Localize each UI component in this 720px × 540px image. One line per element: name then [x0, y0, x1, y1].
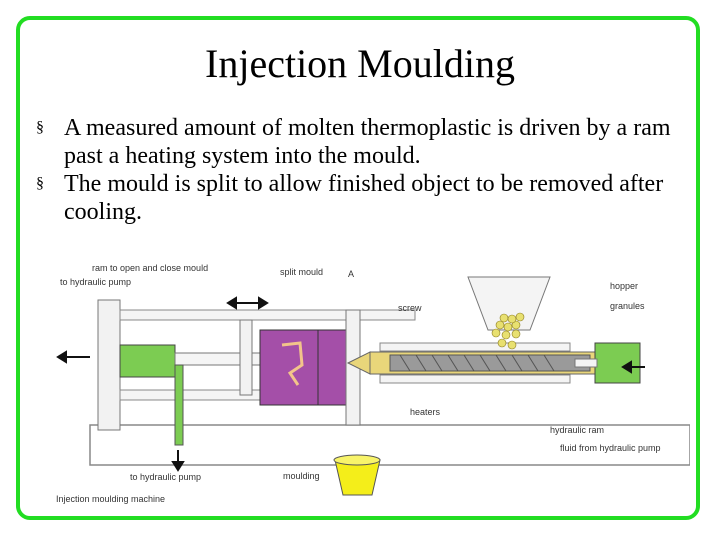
label-a: A: [348, 269, 354, 279]
left-platen: [97, 299, 121, 431]
machine-bed: [89, 424, 690, 466]
slide-title: Injection Moulding: [205, 41, 515, 86]
label-to-pump-bottom: to hydraulic pump: [130, 472, 201, 482]
ram-rod: [574, 358, 598, 368]
heater-bottom: [379, 374, 571, 384]
granules-icon: [491, 312, 525, 350]
split-mould-right: [317, 329, 347, 406]
label-granules: granules: [610, 301, 645, 311]
label-fluid: fluid from hydraulic pump: [560, 443, 661, 453]
bullet-marker-icon: §: [36, 175, 44, 192]
bullet-marker-icon: §: [36, 119, 44, 136]
screw: [389, 354, 591, 372]
split-mould-left: [259, 329, 319, 406]
bullet-list: § A measured amount of molten thermoplas…: [36, 114, 696, 226]
nozzle: [346, 351, 371, 375]
bullet-item: § The mould is split to allow finished o…: [36, 170, 696, 226]
bullet-text: The mould is split to allow finished obj…: [64, 171, 664, 225]
injection-moulding-diagram: ram to open and close mould to hydraulic…: [56, 263, 690, 504]
label-moulding: moulding: [283, 471, 320, 481]
label-screw: screw: [398, 303, 422, 313]
hopper: [467, 276, 551, 331]
clamp-hydraulic-cylinder: [119, 344, 176, 378]
label-ram: ram to open and close mould: [92, 263, 208, 273]
label-heaters: heaters: [410, 407, 441, 417]
label-to-pump-top: to hydraulic pump: [60, 277, 131, 287]
slide-frame: [16, 16, 700, 520]
label-hopper: hopper: [610, 281, 638, 291]
heater-top: [379, 342, 571, 352]
hydraulic-pipe-left: [174, 364, 184, 446]
mould-cavity: [281, 341, 304, 386]
label-split-mould: split mould: [280, 267, 323, 277]
moving-platen: [239, 319, 253, 396]
bucket-rim: [333, 454, 381, 466]
injection-hydraulic-ram: [594, 342, 641, 384]
bullet-item: § A measured amount of molten thermoplas…: [36, 114, 696, 170]
tie-bar-top: [119, 309, 416, 321]
label-hydraulic-ram: hydraulic ram: [550, 425, 604, 435]
diagram-caption: Injection moulding machine: [56, 494, 165, 504]
bullet-text: A measured amount of molten thermoplasti…: [64, 115, 671, 169]
